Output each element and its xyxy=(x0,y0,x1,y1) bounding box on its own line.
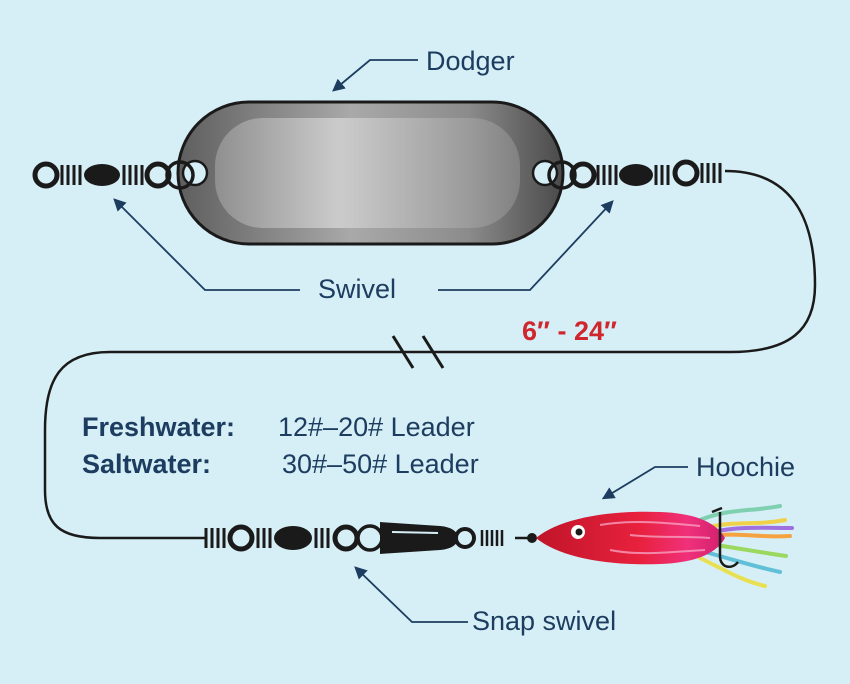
right-swivel-icon xyxy=(547,159,722,190)
dodger-icon xyxy=(176,100,565,246)
dodger-label: Dodger xyxy=(426,46,515,76)
dodger-arrow xyxy=(332,59,418,92)
leader-length-label: 6″ - 24″ xyxy=(522,316,617,346)
swivel-right-arrow xyxy=(438,200,614,291)
hoochie-icon xyxy=(527,504,794,588)
hoochie-arrow xyxy=(601,466,688,500)
line-break-marks xyxy=(391,335,445,369)
fishing-line xyxy=(43,169,817,540)
snap-swivel-arrow xyxy=(354,566,468,623)
saltwater-label: Saltwater: xyxy=(82,449,211,479)
swivel-label: Swivel xyxy=(318,274,396,304)
freshwater-label: Freshwater: xyxy=(82,412,235,442)
left-swivel-icon xyxy=(32,160,195,190)
saltwater-value: 30#–50# Leader xyxy=(282,449,479,479)
freshwater-value: 12#–20# Leader xyxy=(278,412,475,442)
snap-swivel-label: Snap swivel xyxy=(472,606,616,636)
snap-swivel-icon xyxy=(204,522,504,554)
swivel-left-arrow xyxy=(113,198,300,291)
callout-arrows xyxy=(113,59,688,623)
hoochie-label: Hoochie xyxy=(696,452,795,482)
